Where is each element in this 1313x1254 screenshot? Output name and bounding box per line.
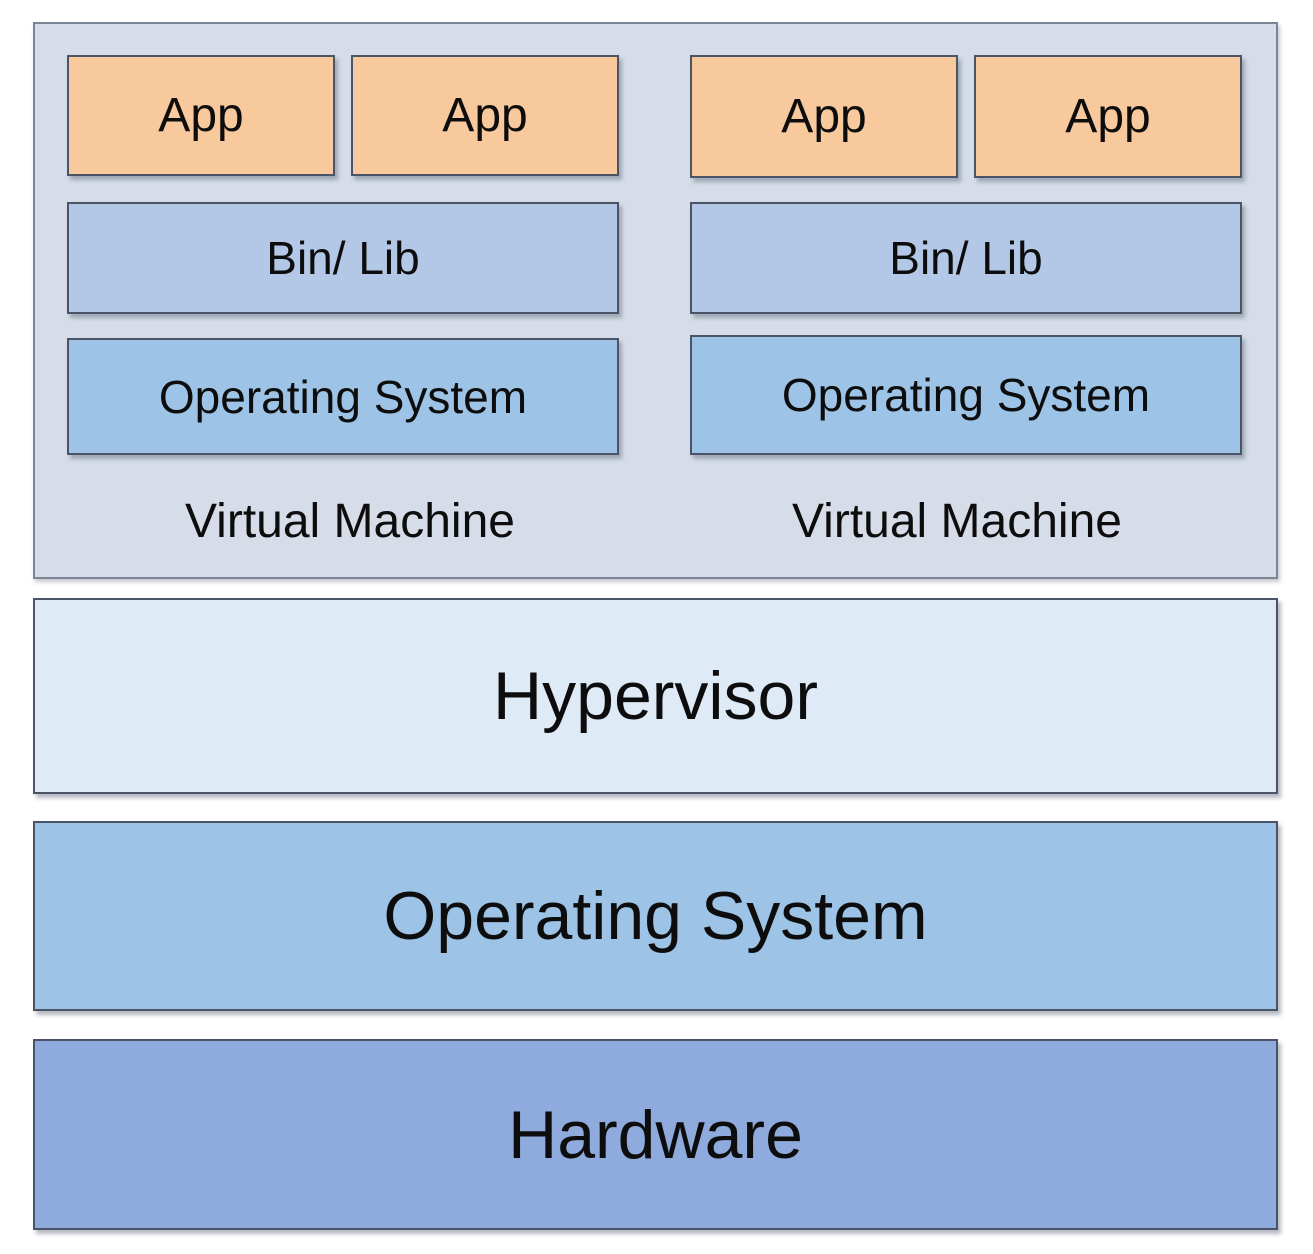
vm1-bin-lib-label: Bin/ Lib <box>266 232 420 284</box>
vm2-label: Virtual Machine <box>792 495 1122 548</box>
vm2-bin-lib-label: Bin/ Lib <box>889 232 1043 284</box>
vm1-bin-lib: Bin/ Lib <box>67 202 619 314</box>
vm2-bin-lib: Bin/ Lib <box>690 202 1242 314</box>
vm2-operating-system-label: Operating System <box>781 369 1151 421</box>
host-operating-system-layer: Operating System <box>33 821 1278 1011</box>
vm2-app-1-label: App <box>781 90 867 143</box>
hypervisor-layer: Hypervisor <box>33 598 1278 794</box>
vm1-operating-system-label: Operating System <box>158 370 528 423</box>
vm2-app-1: App <box>690 55 958 178</box>
vm1-app-2-label: App <box>442 89 528 142</box>
vm1-label: Virtual Machine <box>185 495 515 548</box>
vm1-app-1-label: App <box>158 89 244 142</box>
hypervisor-label: Hypervisor <box>493 658 818 734</box>
hardware-layer: Hardware <box>33 1039 1278 1230</box>
host-operating-system-label: Operating System <box>383 878 928 954</box>
hardware-label: Hardware <box>508 1096 803 1173</box>
vm2-app-2-label: App <box>1065 90 1151 143</box>
vm1-app-1: App <box>67 55 335 176</box>
vm2-operating-system: Operating System <box>690 335 1242 455</box>
vm1-operating-system: Operating System <box>67 338 619 455</box>
vm2-app-2: App <box>974 55 1242 178</box>
vm1-app-2: App <box>351 55 619 176</box>
